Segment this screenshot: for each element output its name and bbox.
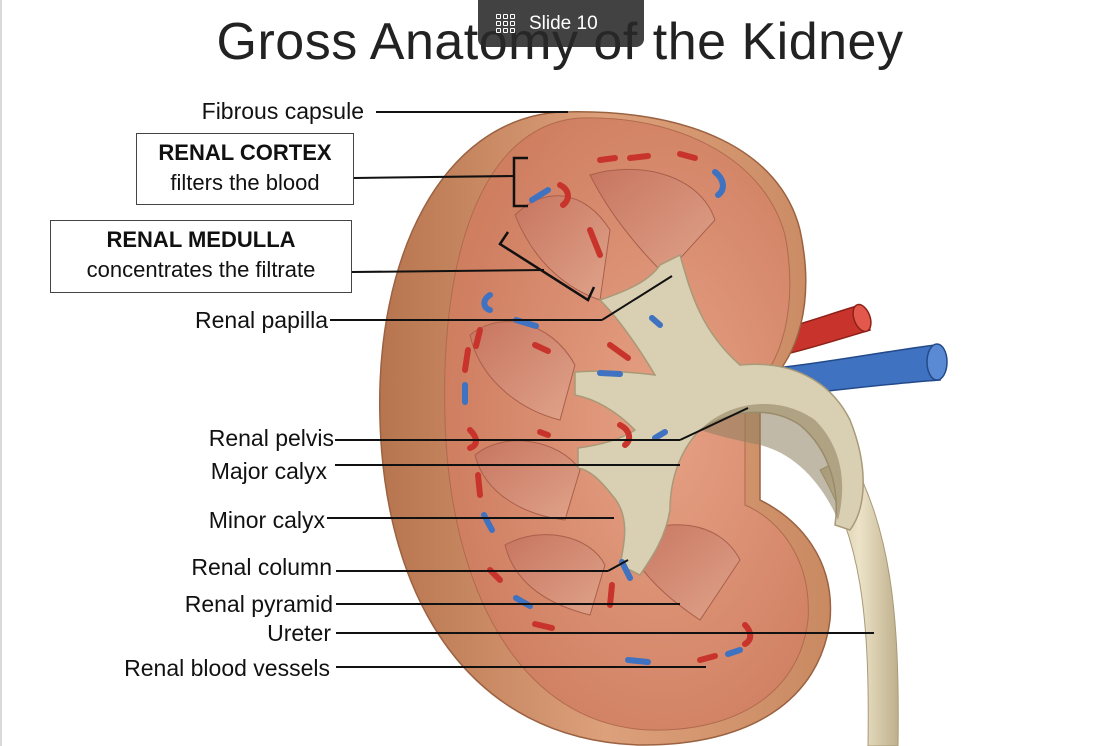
label-major-calyx: Major calyx <box>120 458 327 484</box>
renal-medulla-box: RENAL MEDULLA concentrates the filtrate <box>50 220 352 293</box>
renal-cortex-description: filters the blood <box>137 168 353 198</box>
label-renal-papilla: Renal papilla <box>120 307 328 333</box>
label-renal-pyramid: Renal pyramid <box>120 591 333 617</box>
label-renal-pelvis: Renal pelvis <box>120 425 334 451</box>
renal-medulla-description: concentrates the filtrate <box>51 255 351 285</box>
label-minor-calyx: Minor calyx <box>120 507 325 533</box>
label-renal-column: Renal column <box>120 554 332 580</box>
renal-cortex-box: RENAL CORTEX filters the blood <box>136 133 354 205</box>
renal-medulla-heading: RENAL MEDULLA <box>51 225 351 255</box>
label-fibrous-capsule: Fibrous capsule <box>150 98 364 124</box>
label-ureter: Ureter <box>120 620 331 646</box>
label-renal-blood-vessels: Renal blood vessels <box>60 655 330 681</box>
renal-cortex-heading: RENAL CORTEX <box>137 138 353 168</box>
